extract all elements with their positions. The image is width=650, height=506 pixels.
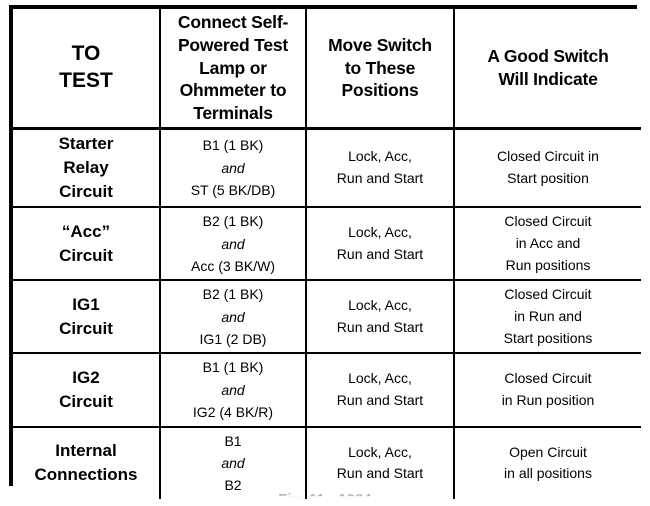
terminal-b: Acc (3 BK/W) (190, 257, 275, 274)
header-line: Connect Self- (177, 12, 289, 32)
indicate-line: Start positions (503, 329, 593, 346)
cell-switch-positions: Lock, Acc, Run and Start (306, 280, 455, 355)
header-line: Positions (341, 80, 419, 101)
test-line: IG1 (72, 294, 100, 314)
header-line: Ohmmeter to (179, 80, 287, 101)
header-cell-good-switch-indicate: A Good Switch Will Indicate (454, 9, 641, 130)
indicate-line: Closed Circuit in (497, 148, 599, 165)
cell-switch-positions: Lock, Acc, Run and Start (306, 128, 455, 209)
header-line: TEST (59, 68, 113, 92)
cell-test-name: “Acc” Circuit (13, 207, 161, 282)
terminal-conjunction: and (221, 381, 245, 398)
header-cell-switch-positions: Move Switch to These Positions (306, 9, 455, 130)
test-line: “Acc” (61, 221, 111, 241)
test-line: IG2 (72, 367, 100, 387)
indicate-line: Closed Circuit (504, 213, 592, 230)
test-line: Connections (34, 465, 138, 485)
test-line: Circuit (59, 245, 113, 265)
terminal-b: IG2 (4 BK/R) (192, 404, 274, 421)
table-row: IG1 Circuit B2 (1 BK) and IG1 (2 DB) Loc… (13, 280, 641, 355)
terminal-a: B1 (224, 432, 242, 449)
indicate-line: Start position (507, 169, 589, 186)
terminal-a: B2 (1 BK) (202, 213, 264, 230)
indicate-line: Run positions (505, 256, 591, 273)
cell-indication: Closed Circuit in Acc and Run positions (454, 207, 641, 282)
cell-terminals: B1 and B2 (160, 426, 307, 499)
cell-terminals: B2 (1 BK) and Acc (3 BK/W) (160, 207, 307, 282)
indicate-line: in Run position (501, 392, 595, 409)
cell-terminals: B1 (1 BK) and ST (5 BK/DB) (160, 128, 307, 209)
header-line: to These (344, 57, 416, 78)
cell-indication: Closed Circuit in Start position (454, 128, 641, 209)
position-line: Lock, Acc, (348, 297, 412, 314)
position-line: Lock, Acc, (348, 370, 412, 387)
header-line: TO (71, 42, 101, 65)
position-line: Run and Start (336, 392, 424, 409)
cell-test-name: Internal Connections (13, 426, 161, 499)
table-row: Internal Connections B1 and B2 Lock, Acc… (13, 426, 641, 499)
terminal-b: B2 (224, 477, 242, 494)
cell-terminals: B1 (1 BK) and IG2 (4 BK/R) (160, 353, 307, 428)
test-line: Relay (63, 157, 109, 177)
position-line: Lock, Acc, (348, 443, 412, 460)
cell-switch-positions: Lock, Acc, Run and Start (306, 207, 455, 282)
terminal-a: B1 (1 BK) (202, 359, 264, 376)
indicate-line: Closed Circuit (504, 286, 592, 303)
indicate-line: in Acc and (515, 234, 581, 251)
scan-edge-artifact (0, 0, 650, 4)
header-line: A Good Switch (487, 46, 609, 67)
table-row: Starter Relay Circuit B1 (1 BK) and ST (… (13, 128, 641, 209)
header-line: Move Switch (328, 34, 432, 55)
terminal-conjunction: and (221, 308, 245, 325)
position-line: Lock, Acc, (348, 224, 412, 241)
terminal-conjunction: and (221, 235, 245, 252)
header-line: Lamp or (199, 57, 267, 78)
cell-switch-positions: Lock, Acc, Run and Start (306, 426, 455, 499)
figure-caption-text: Fig. 11 : 1984 (278, 492, 372, 506)
cell-indication: Closed Circuit in Run position (454, 353, 641, 428)
position-line: Run and Start (336, 465, 424, 482)
header-line: Terminals (193, 103, 273, 123)
terminal-b: ST (5 BK/DB) (190, 182, 276, 199)
indicate-line: in all positions (504, 465, 592, 482)
switch-test-table-container: TO TEST Connect Self- Powered Test Lamp … (9, 5, 641, 499)
test-line: Circuit (59, 182, 113, 201)
header-line: Will Indicate (498, 68, 598, 89)
test-line: Circuit (59, 392, 113, 412)
cell-switch-positions: Lock, Acc, Run and Start (306, 353, 455, 428)
position-line: Run and Start (336, 318, 424, 335)
indicate-line: Closed Circuit (504, 370, 592, 387)
position-line: Run and Start (336, 169, 424, 186)
terminal-conjunction: and (221, 159, 245, 176)
figure-caption: Fig. 11 : 1984 (0, 492, 650, 506)
cell-test-name: Starter Relay Circuit (13, 128, 161, 209)
terminal-a: B1 (1 BK) (202, 137, 264, 154)
cell-test-name: IG1 Circuit (13, 280, 161, 355)
test-line: Internal (55, 441, 117, 461)
cell-indication: Open Circuit in all positions (454, 427, 641, 499)
cell-test-name: IG2 Circuit (13, 353, 161, 428)
table-header-row: TO TEST Connect Self- Powered Test Lamp … (13, 9, 641, 130)
terminal-b: IG1 (2 DB) (199, 331, 267, 348)
indicate-line: Open Circuit (509, 443, 587, 460)
header-cell-to-test: TO TEST (13, 9, 161, 130)
cell-indication: Closed Circuit in Run and Start position… (454, 280, 641, 355)
test-line: Circuit (59, 318, 113, 338)
header-cell-connect-terminals: Connect Self- Powered Test Lamp or Ohmme… (160, 9, 307, 130)
table-row: IG2 Circuit B1 (1 BK) and IG2 (4 BK/R) L… (13, 353, 641, 428)
switch-test-table: TO TEST Connect Self- Powered Test Lamp … (13, 9, 641, 499)
cell-terminals: B2 (1 BK) and IG1 (2 DB) (160, 280, 307, 355)
table-row: “Acc” Circuit B2 (1 BK) and Acc (3 BK/W)… (13, 207, 641, 282)
terminal-a: B2 (1 BK) (202, 286, 264, 303)
test-line: Starter (58, 133, 114, 153)
terminal-conjunction: and (221, 455, 245, 472)
header-line: Powered Test (177, 34, 289, 55)
position-line: Run and Start (336, 245, 424, 262)
indicate-line: in Run and (514, 308, 582, 325)
position-line: Lock, Acc, (348, 148, 412, 165)
